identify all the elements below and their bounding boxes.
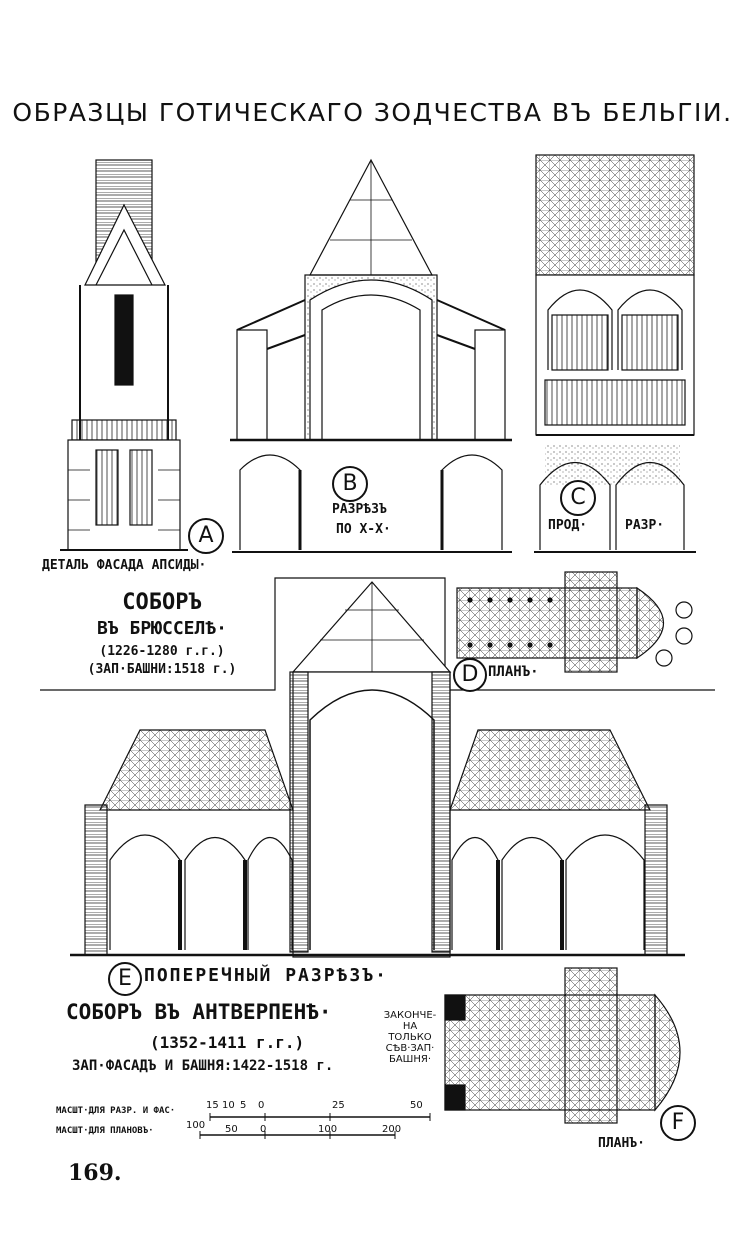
- antwerp-line-3: ЗАП·ФАСАДЪ И БАШНЯ:1422-1518 г.: [72, 1058, 334, 1074]
- figure-b-caption-1: РАЗРѢЗЪ: [332, 502, 387, 517]
- figure-b-caption-2: ПО X-X·: [336, 522, 391, 537]
- figure-f-marker: F: [660, 1105, 696, 1141]
- page-title: ОБРАЗЦЫ ГОТИЧЕСКАГО ЗОДЧЕСТВА ВЪ БЕЛЬГIИ…: [12, 98, 733, 127]
- figure-b-marker: B: [332, 466, 368, 502]
- scale-2-tick: 200: [382, 1124, 402, 1135]
- scale-2-tick: 0: [260, 1124, 267, 1135]
- scale-1-tick: 10: [222, 1100, 235, 1111]
- scale-2-tick: 100: [318, 1124, 338, 1135]
- figure-e-cross-section: [70, 581, 685, 958]
- figure-a-marker: A: [188, 518, 224, 554]
- figure-c-caption-1: ПРОД·: [548, 518, 588, 533]
- antwerp-line-2: (1352-1411 г.г.): [150, 1033, 305, 1052]
- plan-note-line: БАШНЯ·: [388, 1054, 432, 1065]
- brussels-line-1: СОБОРЪ: [122, 590, 202, 615]
- plan-note-line: СѢВ·ЗАП·: [385, 1043, 435, 1054]
- figure-d-caption: ПЛАНЪ·: [488, 664, 539, 680]
- scale-2-tick: 50: [225, 1124, 238, 1135]
- scale-1-tick: 15: [206, 1100, 219, 1111]
- brussels-line-4: (ЗАП·БАШНИ:1518 г.): [87, 662, 237, 677]
- figure-f-caption: ПЛАНЪ·: [598, 1136, 645, 1151]
- page-number: 169.: [68, 1160, 122, 1186]
- figure-d-plan: [456, 571, 693, 673]
- scale-2-tick: 100: [186, 1120, 206, 1131]
- scale-1-tick: 5: [240, 1100, 247, 1111]
- figure-c-caption-2: РАЗР·: [625, 518, 665, 533]
- figure-a-apse-facade: [60, 159, 188, 551]
- scale-bars: [199, 1113, 431, 1139]
- brussels-frame: [40, 577, 715, 691]
- scale-1-tick: 25: [332, 1100, 345, 1111]
- figure-b-cross-section: [230, 158, 512, 553]
- brussels-line-3: (1226-1280 г.г.): [99, 644, 225, 659]
- scale-1-tick: 0: [258, 1100, 265, 1111]
- figure-c-marker: C: [560, 480, 596, 516]
- figure-c-longitudinal-section: [534, 154, 696, 553]
- plan-note: ЗАКОНЧЕ- НА ТОЛЬКО СѢВ·ЗАП· БАШНЯ·: [380, 1010, 440, 1065]
- plan-note-line: ЗАКОНЧЕ-: [383, 1010, 437, 1021]
- figure-e-caption: ПОПЕРЕЧНЫЙ РАЗРѢЗЪ·: [144, 965, 388, 986]
- antwerp-line-1: СОБОРЪ ВЪ АНТВЕРПЕНѢ·: [66, 1000, 332, 1024]
- scale-1-tick: 50: [410, 1100, 423, 1111]
- scale-2-label: МАСШТ·ДЛЯ ПЛАНОВЪ·: [56, 1126, 154, 1136]
- scale-1-label: МАСШТ·ДЛЯ РАЗР. И ФАС·: [56, 1106, 176, 1116]
- figure-d-marker: D: [453, 658, 487, 692]
- plan-note-line: НА ТОЛЬКО: [388, 1021, 432, 1043]
- brussels-line-2: ВЪ БРЮССЕЛѢ·: [96, 618, 228, 639]
- figure-a-caption: ДЕТАЛЬ ФАСАДА АПСИДЫ·: [42, 558, 207, 573]
- figure-e-marker: E: [108, 962, 142, 996]
- figure-f-plan: [444, 967, 681, 1124]
